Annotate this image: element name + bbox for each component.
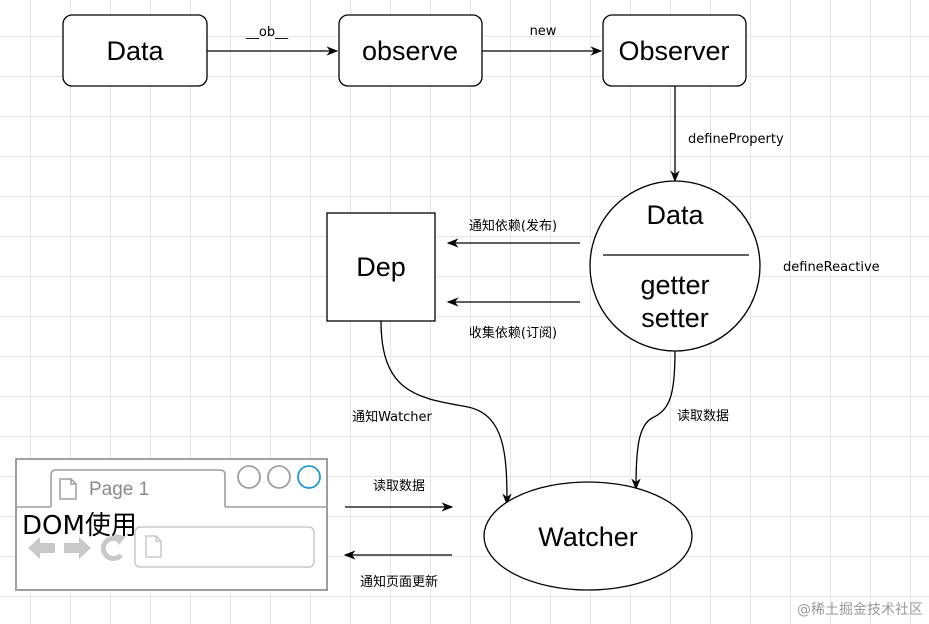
edge-collect-deps: 收集依赖(订阅) [446,297,580,341]
node-data-top-label: Data [106,36,164,66]
window-minimize-circle-icon [237,465,261,489]
edge-notify-deps: 通知依赖(发布) [446,218,580,248]
browser-window: Page 1 DOM使用 [15,458,328,591]
define-reactive-label: defineReactive [783,260,880,275]
edge-notify-page-update: 通知页面更新 [343,550,452,590]
node-watcher-label: Watcher [538,522,638,552]
edge-define-property: defineProperty [670,86,784,183]
edge-read-data-right: 读取数据 [631,350,729,491]
edge-new-label: new [530,24,557,39]
edge-ob-label: __ob__ [245,25,289,40]
node-dep: Dep [326,212,436,322]
edge-new: new [482,24,603,56]
data-circle-setter: setter [641,303,709,333]
reload-icon [100,534,126,561]
browser-tab [50,469,226,507]
edge-notify-watcher: 通知Watcher [352,320,512,506]
watermark: @稀土掘金技术社区 [797,602,923,618]
node-watcher: Watcher [483,481,693,591]
address-page-icon [145,535,162,558]
dom-usage-label: DOM使用 [22,511,137,541]
back-arrow-icon [28,537,55,559]
edge-ob: __ob__ [207,25,339,56]
node-observe: observe [338,14,483,87]
data-circle-title: Data [646,200,704,230]
edge-notify-deps-label: 通知依赖(发布) [469,218,557,234]
edge-notify-page-update-label: 通知页面更新 [360,574,438,590]
node-data-circle: Data getter setter [589,180,761,352]
node-observer: Observer [602,14,747,87]
edge-define-property-label: defineProperty [688,132,784,147]
edge-read-data-dom-label: 读取数据 [373,479,425,494]
node-observe-label: observe [362,36,458,66]
edge-read-data-right-label: 读取数据 [677,409,729,424]
node-dep-label: Dep [356,252,406,282]
forward-arrow-icon [64,537,91,559]
node-data-top: Data [62,14,208,87]
edge-collect-deps-label: 收集依赖(订阅) [469,325,557,341]
browser-tab-label: Page 1 [89,479,149,500]
address-bar [134,526,315,568]
page-icon [59,478,77,500]
edge-notify-watcher-label: 通知Watcher [352,409,432,425]
edge-read-data-dom: 读取数据 [345,479,454,512]
window-close-circle-icon [297,465,321,489]
node-observer-label: Observer [618,36,729,66]
data-circle-getter: getter [640,270,709,300]
window-maximize-circle-icon [267,465,291,489]
